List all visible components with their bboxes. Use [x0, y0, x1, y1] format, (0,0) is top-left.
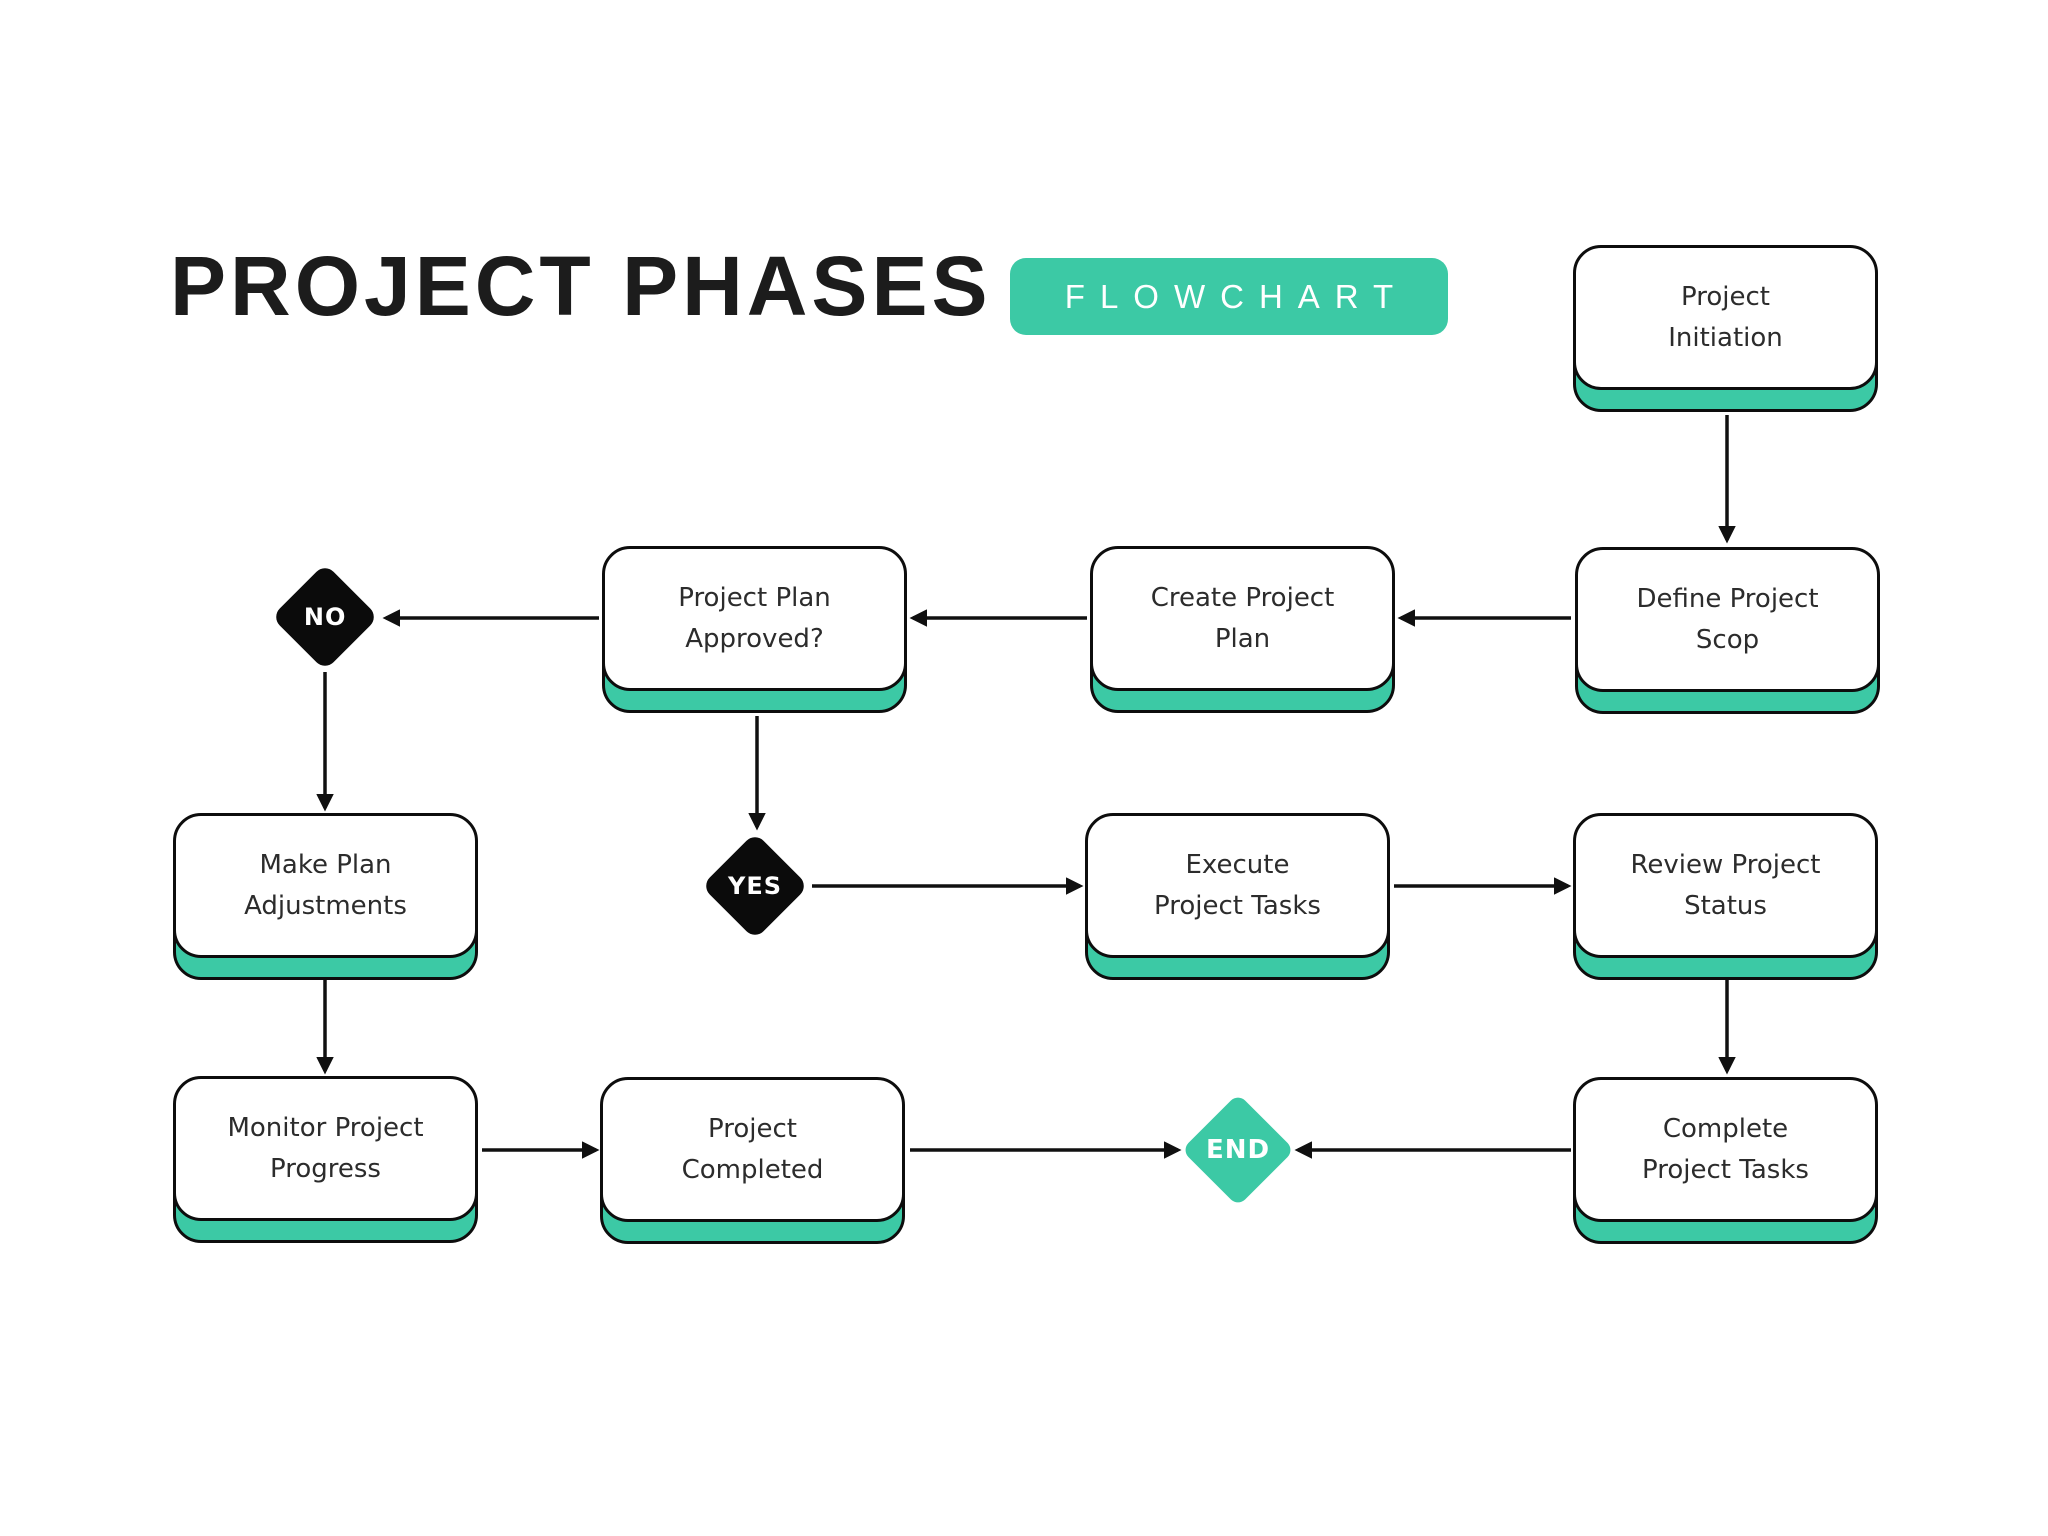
node-label: Project Completed [681, 1114, 824, 1185]
node-label: Project Plan Approved? [678, 583, 831, 654]
node-face: Create Project Plan [1090, 546, 1395, 691]
node-face: Project Plan Approved? [602, 546, 907, 691]
node-label: Monitor Project Progress [227, 1113, 424, 1184]
node-face: Execute Project Tasks [1085, 813, 1390, 958]
node-define-project-scope: Define Project Scop [1575, 547, 1880, 714]
node-face: Monitor Project Progress [173, 1076, 478, 1221]
node-decision-yes: YES [701, 832, 809, 940]
node-review-project-status: Review Project Status [1573, 813, 1878, 980]
node-monitor-project-progress: Monitor Project Progress [173, 1076, 478, 1243]
node-label: Make Plan Adjustments [244, 850, 407, 921]
node-project-plan-approved: Project Plan Approved? [602, 546, 907, 713]
node-make-plan-adjustments: Make Plan Adjustments [173, 813, 478, 980]
node-face: Project Completed [600, 1077, 905, 1222]
node-project-completed: Project Completed [600, 1077, 905, 1244]
node-project-initiation: Project Initiation [1573, 245, 1878, 412]
flowchart-badge: FLOWCHART [1010, 258, 1448, 335]
node-label: Complete Project Tasks [1642, 1114, 1809, 1185]
node-create-project-plan: Create Project Plan [1090, 546, 1395, 713]
node-label: Execute Project Tasks [1154, 850, 1321, 921]
node-face: Make Plan Adjustments [173, 813, 478, 958]
node-label: YES [727, 872, 783, 900]
node-label: Review Project Status [1630, 850, 1821, 921]
node-decision-no: NO [271, 563, 379, 671]
node-complete-project-tasks: Complete Project Tasks [1573, 1077, 1878, 1244]
node-face: Complete Project Tasks [1573, 1077, 1878, 1222]
node-label: Project Initiation [1668, 282, 1783, 353]
node-label: Define Project Scop [1636, 584, 1819, 655]
node-execute-project-tasks: Execute Project Tasks [1085, 813, 1390, 980]
node-face: Project Initiation [1573, 245, 1878, 390]
node-face: Define Project Scop [1575, 547, 1880, 692]
node-label: END [1205, 1134, 1271, 1165]
page-title: PROJECT PHASES [170, 239, 992, 333]
node-end: END [1181, 1093, 1295, 1207]
node-label: NO [303, 603, 347, 631]
node-label: Create Project Plan [1150, 583, 1335, 654]
node-face: Review Project Status [1573, 813, 1878, 958]
